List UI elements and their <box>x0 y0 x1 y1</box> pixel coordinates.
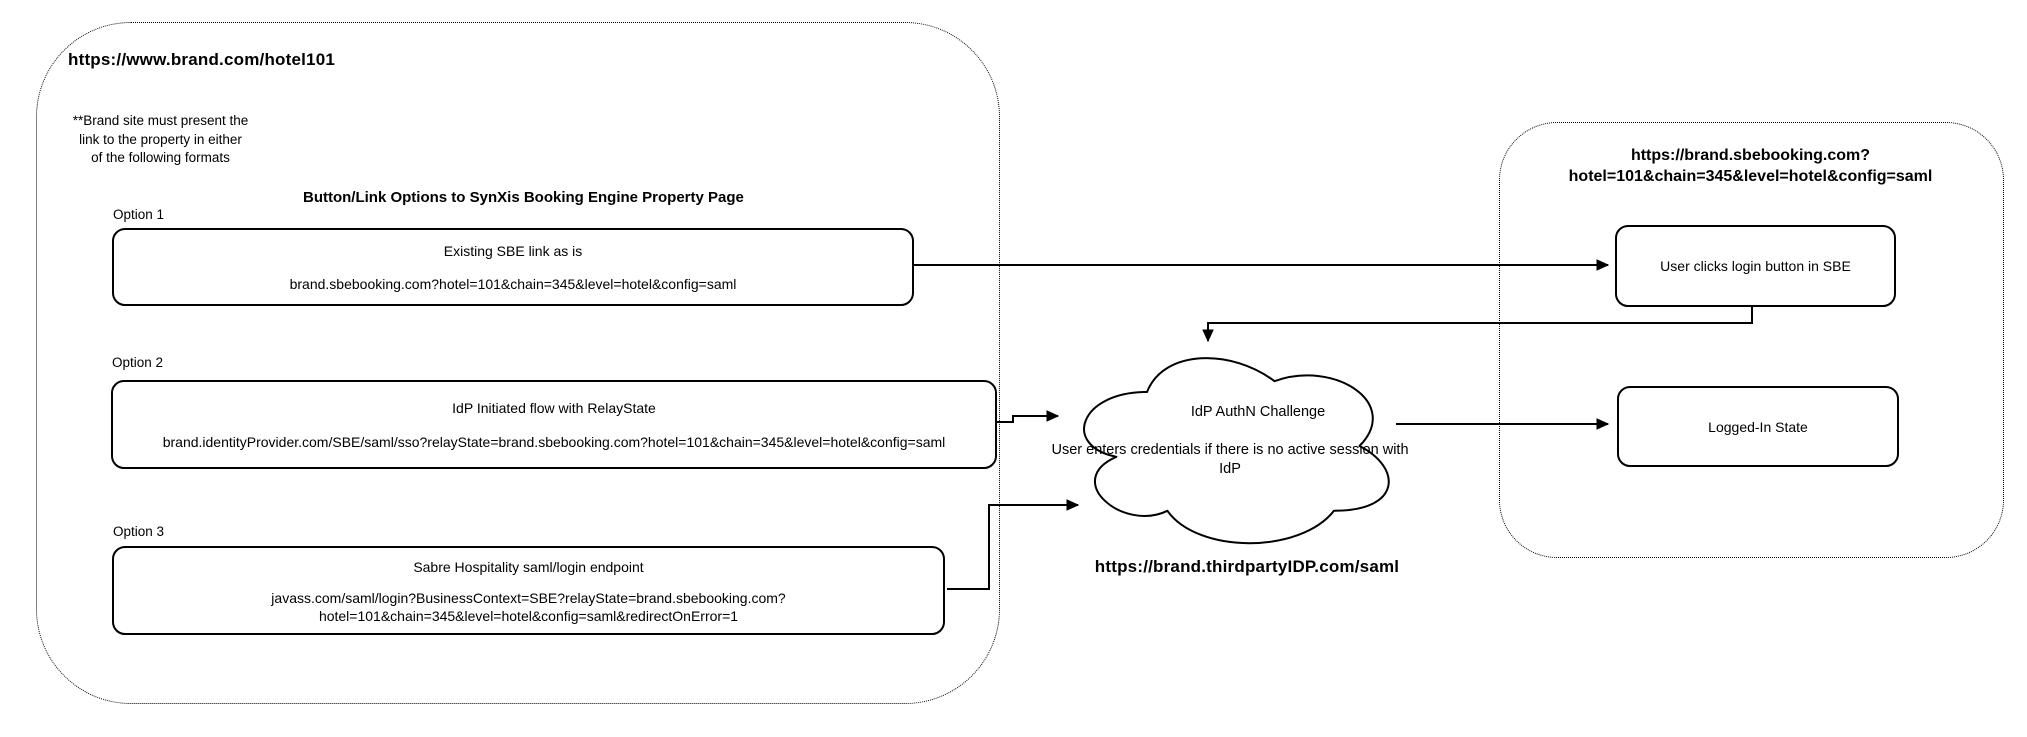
option3-title: Sabre Hospitality saml/login endpoint <box>413 558 644 575</box>
section-title: Button/Link Options to SynXis Booking En… <box>303 189 744 206</box>
option2-title: IdP Initiated flow with RelayState <box>452 400 656 416</box>
brand-site-note-line: of the following formats <box>91 150 230 165</box>
option2-link: brand.identityProvider.com/SBE/saml/sso?… <box>162 434 946 450</box>
option3-label: Option 3 <box>113 524 165 539</box>
option3-link: javass.com/saml/login?BusinessContext=SB… <box>271 589 785 625</box>
option1-link: brand.sbebooking.com?hotel=101&chain=345… <box>289 276 737 292</box>
arrow-login-to-idp <box>1208 303 1753 341</box>
brand-site-note: **Brand site must present the link to th… <box>58 112 263 168</box>
arrow-option3-to-idp <box>947 505 1078 590</box>
option1-label: Option 1 <box>113 207 165 222</box>
brand-site-url: https://www.brand.com/hotel101 <box>68 50 336 69</box>
idp-cloud-title: IdP AuthN Challenge <box>1190 404 1326 420</box>
login-box: User clicks login button in SBE <box>1615 225 1896 307</box>
arrow-option2-to-idp <box>993 416 1058 423</box>
idp-cloud-note: User enters credentials if there is no a… <box>1020 441 1440 479</box>
idp-cloud-note-line2: IdP <box>1219 461 1241 477</box>
logged-in-box: Logged-In State <box>1617 386 1899 467</box>
sbe-container <box>1499 122 2004 558</box>
sbe-url-line1: https://brand.sbebooking.com? <box>1630 147 1871 164</box>
brand-site-note-line: link to the property in either <box>79 131 242 147</box>
option1-box: Existing SBE link as is brand.sbebooking… <box>112 228 914 306</box>
logged-in-box-label: Logged-In State <box>1708 418 1808 435</box>
login-box-label: User clicks login button in SBE <box>1660 258 1851 274</box>
brand-site-container <box>36 22 1000 704</box>
option3-link-line2: hotel=101&chain=345&level=hotel&config=s… <box>318 607 739 624</box>
idp-url: https://brand.thirdpartyIDP.com/saml <box>1094 557 1400 576</box>
option1-title: Existing SBE link as is <box>443 243 583 259</box>
option2-box: IdP Initiated flow with RelayState brand… <box>111 380 997 469</box>
option3-box: Sabre Hospitality saml/login endpoint ja… <box>112 546 945 635</box>
idp-cloud-shape <box>1083 357 1390 545</box>
sbe-url: https://brand.sbebooking.com? hotel=101&… <box>1499 145 2002 187</box>
option2-label: Option 2 <box>112 355 164 370</box>
brand-site-note-line: **Brand site must present the <box>72 113 249 128</box>
sbe-url-line2: hotel=101&chain=345&level=hotel&config=s… <box>1568 168 1933 185</box>
option3-link-line1: javass.com/saml/login?BusinessContext=SB… <box>271 589 786 606</box>
idp-cloud-note-line1: User enters credentials if there is no a… <box>1051 442 1409 458</box>
